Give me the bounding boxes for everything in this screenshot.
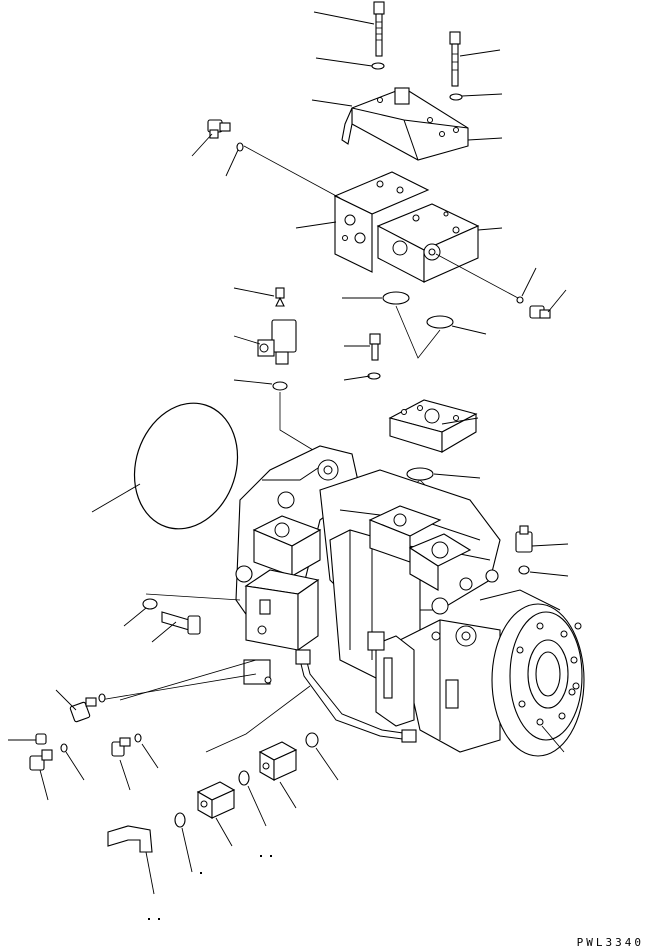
elbow-pipe-lower (107, 825, 153, 853)
leader-line (461, 93, 503, 97)
pressure-sensor (257, 319, 297, 365)
o-ring-lower-2 (60, 743, 68, 753)
elbow-fitting-lower-3 (111, 737, 131, 757)
elbow-fitting-lower-1 (69, 697, 97, 723)
washer-top-left (371, 62, 385, 70)
straight-connector-right (515, 525, 533, 553)
leader-line (191, 133, 213, 157)
leader-line (343, 375, 371, 381)
leader-line (225, 149, 239, 177)
leader-line (91, 483, 141, 513)
tee-fitting-lower-right (258, 741, 298, 781)
leader-line (55, 689, 77, 711)
o-ring-top-center (382, 291, 410, 305)
flange-block (388, 399, 478, 453)
callout-leader-lines (8, 11, 569, 895)
o-ring-lower-5 (238, 770, 250, 786)
small-plug-lower (35, 733, 47, 745)
leader-line (279, 781, 297, 809)
leader-line (39, 769, 49, 801)
o-ring-lower-3 (134, 733, 142, 743)
leader-line (441, 417, 479, 425)
leader-line (451, 325, 487, 335)
elbow-fitting-upper-right (529, 305, 551, 319)
leader-line (233, 379, 273, 385)
leader-line (531, 543, 569, 547)
leader-line (141, 743, 159, 769)
plug-screw (275, 287, 285, 307)
leader-line (145, 851, 155, 895)
elbow-fitting-lower-2 (29, 749, 53, 771)
o-ring-upper-right (516, 296, 524, 304)
leader-line (315, 747, 339, 781)
valve-block-left (333, 171, 430, 273)
bracket-plate (341, 87, 469, 161)
leader-line (119, 759, 131, 791)
large-gasket-ring (133, 402, 239, 530)
leader-line (247, 785, 267, 827)
o-ring-lower-center (406, 467, 434, 481)
leader-line (295, 221, 337, 229)
leader-line (123, 607, 147, 627)
leader-line (233, 287, 275, 297)
leader-line (181, 827, 193, 873)
elbow-fitting-upper-left (207, 119, 231, 139)
o-ring-right-side (518, 565, 530, 575)
leader-line (477, 227, 503, 231)
o-ring-lower-6 (174, 812, 186, 828)
bolt-top-left (373, 1, 385, 57)
tee-fitting-lower-left (196, 781, 236, 819)
leader-line (521, 267, 537, 297)
leader-line (547, 289, 567, 313)
o-ring-sensor (272, 381, 288, 391)
leader-line (311, 99, 353, 107)
main-pump-assembly (235, 445, 585, 757)
leader-line (233, 335, 261, 345)
washer-top-right (449, 93, 463, 101)
leader-line (215, 817, 233, 847)
leader-line (459, 49, 501, 57)
leader-line (541, 725, 565, 753)
washer-lower (142, 598, 158, 610)
o-ring-lower-1 (98, 693, 106, 703)
o-ring-upper-left (236, 142, 244, 152)
leader-line (433, 473, 481, 479)
leader-line (467, 137, 503, 141)
bolt-top-right (449, 31, 461, 87)
leader-line (315, 57, 373, 67)
bolt-center (369, 333, 381, 361)
leader-line (151, 621, 177, 643)
drawing-code: PWL3340 (576, 936, 644, 949)
bolt-lower (161, 611, 201, 635)
valve-block-right (376, 203, 480, 283)
leader-line (529, 571, 569, 577)
leader-line (65, 751, 85, 781)
o-ring-right-center (426, 315, 454, 329)
o-ring-lower-4 (305, 732, 319, 748)
leader-line (313, 11, 375, 25)
